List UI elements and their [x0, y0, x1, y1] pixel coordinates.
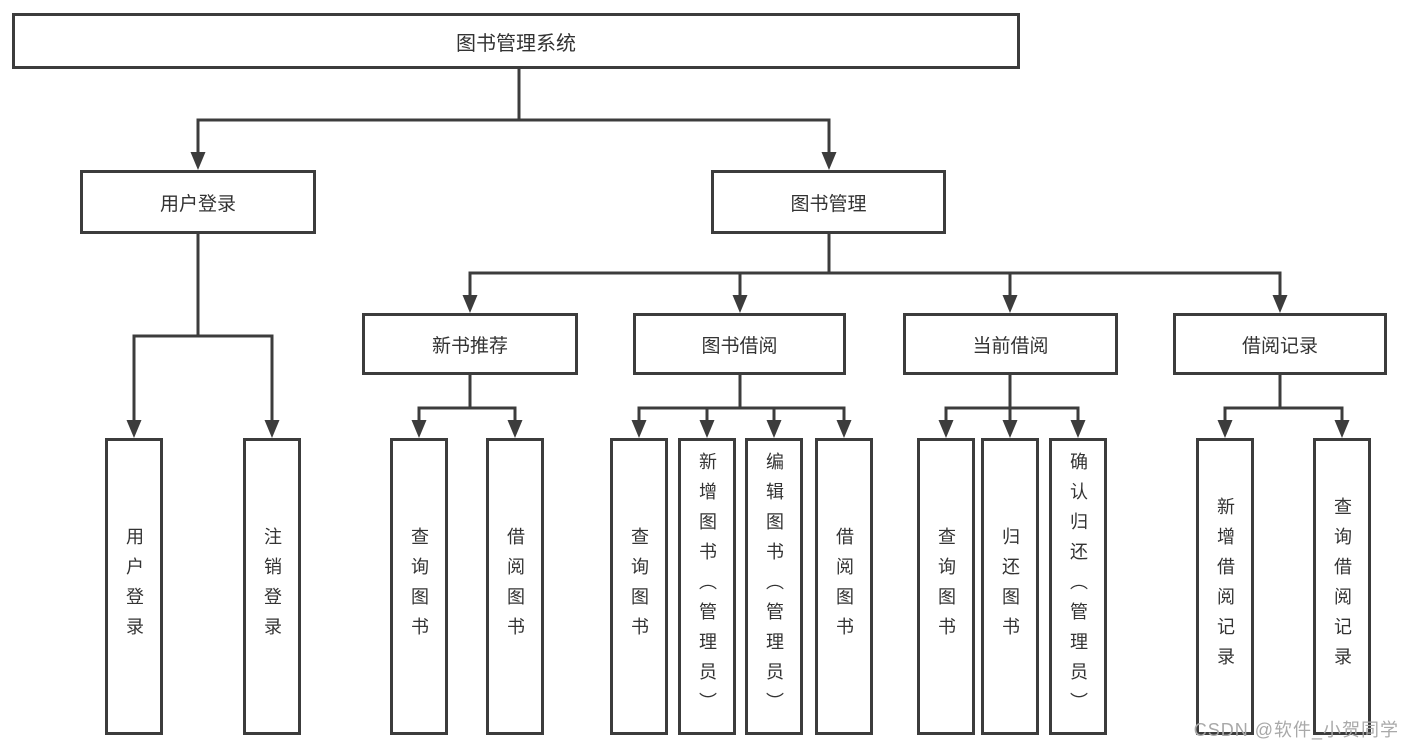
leaf-add-books-admin-label: 新增图书（管理员）: [697, 451, 717, 722]
leaf-borrow-books: 借阅图书: [815, 438, 873, 735]
leaf-query-borrow-record: 查询借阅记录: [1313, 438, 1371, 735]
leaf-logout-label: 注销登录: [262, 526, 282, 647]
leaf-query-borrow-record-label: 查询借阅记录: [1332, 496, 1352, 677]
leaf-logout: 注销登录: [243, 438, 301, 735]
node-borrowing-records: 借阅记录: [1173, 313, 1387, 375]
leaf-query-books-borrowing-label: 查询图书: [629, 526, 649, 647]
node-root-label: 图书管理系统: [456, 32, 576, 55]
leaf-edit-books-admin: 编辑图书（管理员）: [745, 438, 803, 735]
node-book-management: 图书管理: [711, 170, 946, 234]
leaf-query-books-borrowing: 查询图书: [610, 438, 668, 735]
leaf-user-login: 用户登录: [105, 438, 163, 735]
node-current-borrowing: 当前借阅: [903, 313, 1118, 375]
leaf-add-borrow-record: 新增借阅记录: [1196, 438, 1254, 735]
leaf-query-books-current-label: 查询图书: [936, 526, 956, 647]
node-book-borrowing-label: 图书借阅: [701, 335, 778, 357]
node-root: 图书管理系统: [12, 13, 1020, 69]
leaf-borrow-books-recommend: 借阅图书: [486, 438, 544, 735]
leaf-query-books-recommend-label: 查询图书: [409, 526, 429, 647]
leaf-return-books-label: 归还图书: [1000, 526, 1020, 647]
leaf-confirm-return-admin: 确认归还（管理员）: [1049, 438, 1107, 735]
leaf-return-books: 归还图书: [981, 438, 1039, 735]
node-book-borrowing: 图书借阅: [633, 313, 846, 375]
node-user-login-label: 用户登录: [159, 193, 236, 215]
node-user-login: 用户登录: [80, 170, 316, 234]
node-new-book-recommendation-label: 新书推荐: [431, 335, 508, 357]
leaf-add-books-admin: 新增图书（管理员）: [678, 438, 736, 735]
leaf-query-books-current: 查询图书: [917, 438, 975, 735]
node-book-management-label: 图书管理: [790, 193, 867, 215]
node-new-book-recommendation: 新书推荐: [362, 313, 578, 375]
leaf-add-borrow-record-label: 新增借阅记录: [1215, 496, 1235, 677]
leaf-borrow-books-label: 借阅图书: [834, 526, 854, 647]
leaf-borrow-books-recommend-label: 借阅图书: [505, 526, 525, 647]
leaf-user-login-label: 用户登录: [124, 526, 144, 647]
leaf-query-books-recommend: 查询图书: [390, 438, 448, 735]
node-borrowing-records-label: 借阅记录: [1241, 335, 1318, 357]
node-current-borrowing-label: 当前借阅: [972, 335, 1049, 357]
csdn-watermark: CSDN @软件_小贺同学: [1193, 720, 1399, 740]
leaf-confirm-return-admin-label: 确认归还（管理员）: [1068, 451, 1088, 722]
leaf-edit-books-admin-label: 编辑图书（管理员）: [764, 451, 784, 722]
